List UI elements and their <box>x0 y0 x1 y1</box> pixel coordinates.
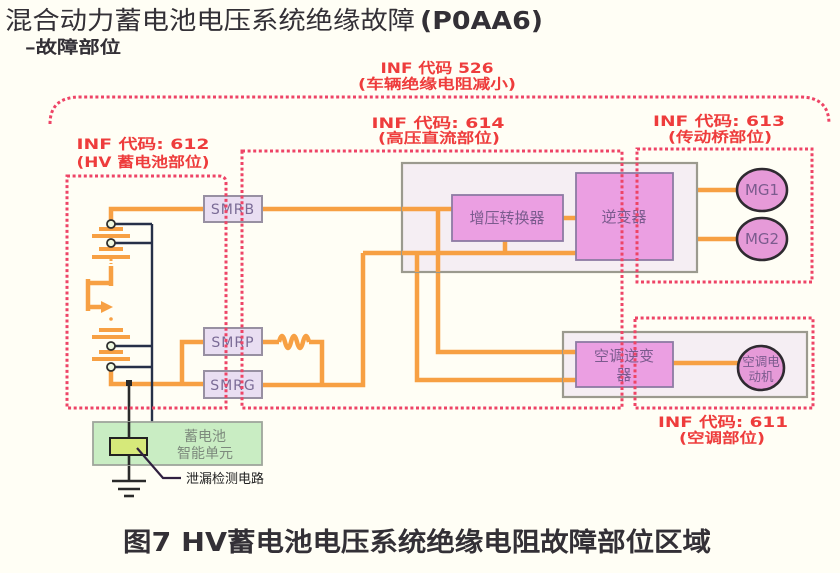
zone-code: INF 代码 526 <box>381 60 494 77</box>
zone-code: INF 代码: 613 <box>653 113 785 130</box>
voltage-sense-wire <box>111 222 154 422</box>
ac-motor-circle <box>736 344 786 392</box>
figure-caption: 图7 HV蓄电池电压系统绝缘电阻故障部位区域 <box>123 527 711 558</box>
smrp-bypass-left-wire <box>179 339 204 384</box>
smrg-to-bus-wire <box>262 253 366 388</box>
mg2-circle <box>735 216 789 262</box>
leak-detect-sensor <box>109 437 148 456</box>
resistor-to-smrg-wire <box>309 339 325 385</box>
zone-description: (传动桥部位) <box>668 129 772 146</box>
battery-unit-label: 智能单元 <box>177 446 233 462</box>
battery-unit-label: 蓄电池 <box>184 429 226 445</box>
boost-converter: 增压转换器 <box>451 194 564 242</box>
mg2-label: MG2 <box>745 230 779 248</box>
zone-vehicle-label: INF 代码 526 (车辆绝缘电阻减小) <box>358 60 516 93</box>
relay-smrg: SMRG <box>203 370 263 399</box>
ground-icon <box>112 479 146 498</box>
precharge-resistor <box>276 333 312 351</box>
battery-terminal <box>106 219 116 229</box>
motor-generator-1: MG1 <box>735 167 789 213</box>
zone-code: INF 代码: 614 <box>372 115 505 132</box>
zone-description: (HV 蓄电池部位) <box>77 154 210 171</box>
ac-motor-label: 空调电 <box>742 354 780 369</box>
inverter-label: 逆变器 <box>601 208 646 226</box>
battery-negative-wire <box>108 367 204 387</box>
leak-detect-leader-line <box>136 447 181 480</box>
relay-smrb: SMRB <box>203 195 263 223</box>
zone-code: INF 代码: 611 <box>658 414 788 431</box>
zone-transaxle-label: INF 代码: 613 (传动桥部位) <box>653 113 785 146</box>
motor-generator-2: MG2 <box>735 216 789 262</box>
zone-description: (空调部位) <box>679 430 765 447</box>
page-subtitle: –故障部位 <box>25 37 121 58</box>
junction-node <box>126 380 132 386</box>
ac-motor: 空调电 动机 <box>736 344 786 392</box>
mg1-circle <box>735 167 789 213</box>
smrb-box <box>203 195 263 223</box>
zone-code: INF 代码: 612 <box>77 136 210 153</box>
hv-battery-symbol <box>85 227 130 361</box>
ac-inverter-box <box>575 341 674 388</box>
ac-inverter-label: 空调逆变 <box>594 347 654 365</box>
boost-converter-label: 增压转换器 <box>469 209 544 227</box>
battery-smart-unit: 蓄电池 智能单元 泄漏检测电路 <box>92 421 264 487</box>
zone-transaxle-border <box>635 147 814 284</box>
battery-terminal <box>106 362 116 372</box>
leak-detect-label: 泄漏检测电路 <box>186 471 264 487</box>
battery-positive-wire <box>108 206 204 224</box>
negative-to-ac-inverter-wire <box>414 253 576 383</box>
ac-internal-wiring <box>563 349 739 383</box>
ac-inverter-label: 器 <box>616 366 631 384</box>
boost-converter-box <box>451 194 564 242</box>
dtc-code: (P0AA6) <box>420 6 543 35</box>
zone-hv-battery-border <box>65 174 228 410</box>
service-plug-icon <box>85 266 114 311</box>
battery-terminal <box>106 238 116 248</box>
mg1-label: MG1 <box>745 181 779 199</box>
zone-description: (车辆绝缘电阻减小) <box>358 76 516 93</box>
pcu-internal-wiring <box>402 206 576 272</box>
page-title: 混合动力蓄电池电压系统绝缘故障 <box>5 6 415 35</box>
zone-hv-dc-label: INF 代码: 614 (高压直流部位) <box>372 115 505 147</box>
zone-vehicle-border <box>48 95 831 125</box>
relay-smrp: SMRP <box>203 327 263 356</box>
battery-terminal <box>106 341 116 351</box>
inverter: 逆变器 <box>575 172 674 261</box>
smrb-label: SMRB <box>211 202 255 218</box>
smrg-box <box>203 370 263 399</box>
zone-description: (高压直流部位) <box>378 130 500 147</box>
zone-air-conditioning-label: INF 代码: 611 (空调部位) <box>658 414 788 447</box>
ac-motor-label: 动机 <box>748 369 774 384</box>
service-plug-arrow-icon <box>101 301 113 313</box>
smrg-label: SMRG <box>210 378 256 394</box>
battery-dot <box>109 317 113 321</box>
inverter-box <box>575 172 674 261</box>
smrp-label: SMRP <box>211 335 254 351</box>
zone-hv-battery-label: INF 代码: 612 (HV 蓄电池部位) <box>77 136 210 171</box>
smrp-box <box>203 327 263 356</box>
ac-inverter: 空调逆变 器 <box>575 341 674 388</box>
